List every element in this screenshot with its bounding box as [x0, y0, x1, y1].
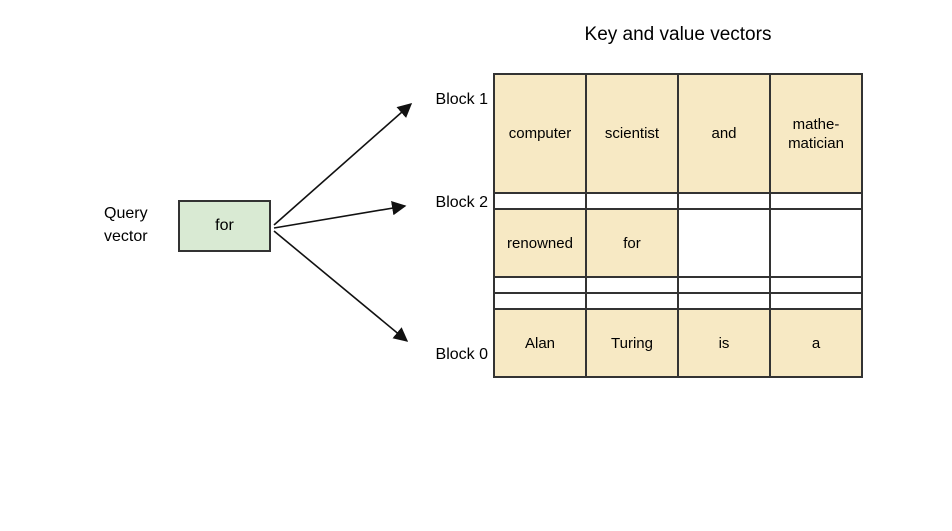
block-0-label: Block 0	[435, 346, 488, 363]
empty-cell	[585, 292, 679, 311]
arrow-to-block-0	[273, 230, 409, 342]
block-1-label: Block 1	[435, 91, 488, 108]
empty-cell	[677, 192, 771, 211]
token-cell: and	[677, 72, 771, 195]
empty-cell	[493, 192, 587, 211]
arrow-to-block-1	[273, 103, 413, 226]
empty-cell	[585, 275, 679, 295]
table-row	[493, 192, 863, 211]
token-cell: a	[769, 308, 863, 378]
query-vector-label: Query vector	[104, 202, 148, 248]
token-cell: scientist	[585, 72, 679, 195]
empty-cell	[493, 275, 587, 295]
query-vector-label-line2: vector	[104, 228, 148, 245]
table-row	[493, 275, 863, 295]
table-row	[493, 292, 863, 311]
empty-cell	[585, 192, 679, 211]
empty-cell	[677, 275, 771, 295]
empty-cell	[769, 208, 863, 278]
empty-cell	[493, 292, 587, 311]
block-2-label: Block 2	[435, 194, 488, 211]
empty-cell	[769, 192, 863, 211]
token-cell: renowned	[493, 208, 587, 278]
token-cell: Alan	[493, 308, 587, 378]
query-vector-box: for	[178, 200, 271, 252]
token-cell: Turing	[585, 308, 679, 378]
empty-cell	[677, 292, 771, 311]
empty-cell	[677, 208, 771, 278]
arrow-to-block-2	[273, 201, 407, 229]
token-cell: is	[677, 308, 771, 378]
token-cell: computer	[493, 72, 587, 195]
empty-cell	[769, 275, 863, 295]
token-cell: for	[585, 208, 679, 278]
query-vector-label-line1: Query	[104, 205, 148, 222]
diagram-title: Key and value vectors	[584, 24, 772, 45]
query-token: for	[215, 217, 234, 234]
token-cell: mathe-matician	[769, 72, 863, 195]
empty-cell	[769, 292, 863, 311]
